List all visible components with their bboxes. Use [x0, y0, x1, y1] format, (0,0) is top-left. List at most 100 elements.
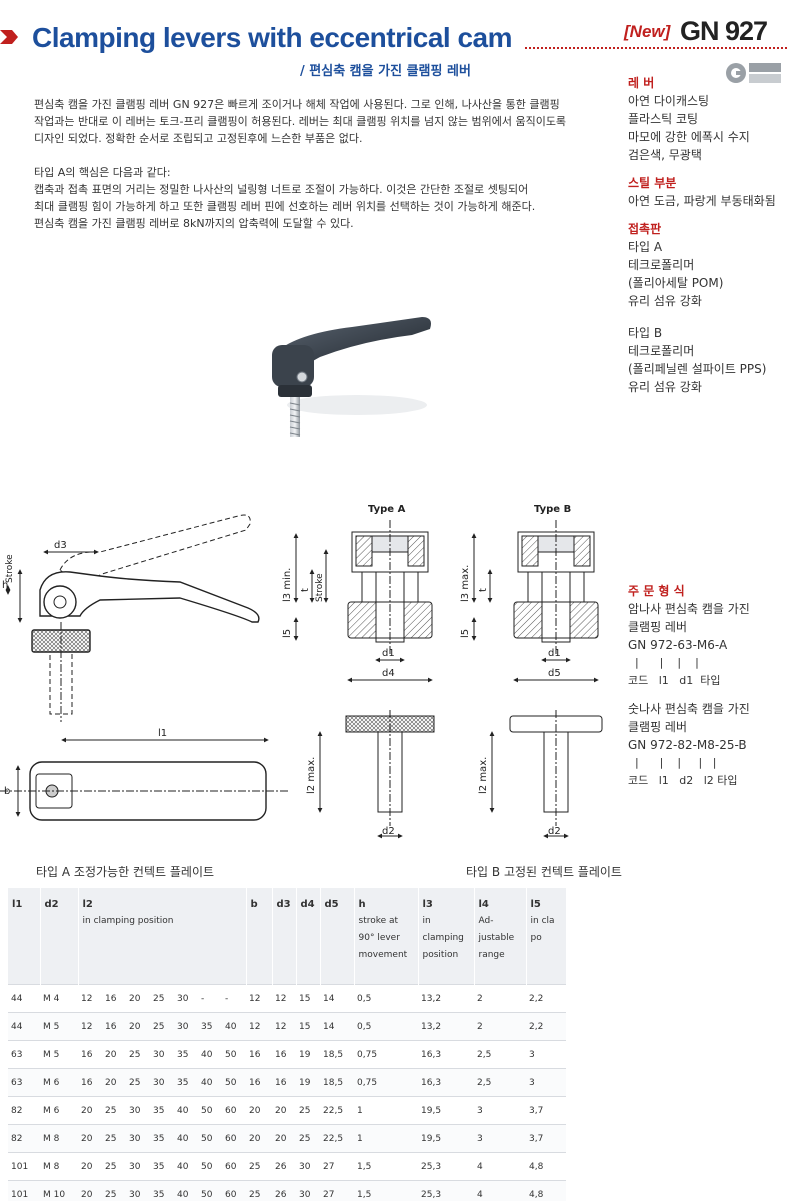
table-cell: 15	[296, 984, 320, 1013]
table-cell: 25	[296, 1124, 320, 1153]
table-cell: 3	[526, 1068, 566, 1097]
table-cell: 1,5	[354, 1180, 418, 1201]
table-cell: 4,8	[526, 1180, 566, 1201]
table-cell: 0,5	[354, 1012, 418, 1041]
table-cell: 40	[198, 1068, 222, 1097]
dim-label: t	[478, 588, 489, 592]
table-cell: 4	[474, 1180, 526, 1201]
dim-label: l2 max.	[478, 757, 489, 794]
table-cell: 20	[246, 1096, 272, 1125]
table-cell: 18,5	[320, 1068, 354, 1097]
dim-label: b	[4, 786, 10, 797]
technical-drawing: d3 Stroke h l1 b Type A l3 min. t Stroke…	[0, 504, 603, 839]
ordering-desc: 클램핑 레버	[628, 720, 688, 734]
table-cell: 25	[102, 1152, 126, 1181]
table-cell: 40	[174, 1180, 198, 1201]
table-cell: 16	[102, 1012, 126, 1041]
ordering-labels: 코드 l1 d2 l2 타입	[628, 774, 738, 787]
table-cell: 50	[198, 1096, 222, 1125]
title-divider	[525, 47, 787, 49]
table-cell: 30	[174, 1012, 198, 1041]
male-thread-b	[489, 710, 603, 839]
material-item: 마모에 강한 에폭시 수지	[628, 130, 750, 144]
table-cell: 82	[8, 1096, 40, 1125]
table-cell: 2	[474, 984, 526, 1013]
material-item: 플라스틱 코팅	[628, 112, 699, 126]
table-cell: 2,2	[526, 984, 566, 1013]
dim-label: l5	[460, 629, 471, 638]
table-cell: 12	[246, 1012, 272, 1041]
table-cell: 20	[272, 1096, 296, 1125]
ordering-ticks: | | | |	[628, 656, 699, 669]
table-cell: M 5	[40, 1040, 78, 1069]
ordering-info: 주 문 형 식 암나사 편심축 캠을 가진 클램핑 레버 GN 972-63-M…	[628, 582, 788, 790]
table-cell: 4,8	[526, 1152, 566, 1181]
table-cell: 35	[150, 1152, 174, 1181]
material-item: 유리 섬유 강화	[628, 294, 702, 308]
table-cell: 40	[222, 1012, 246, 1041]
intro-line: 편심축 캠을 가진 클램핑 레버로 8kN까지의 압축력에 도달할 수 있다.	[34, 217, 354, 230]
table-cell: 60	[222, 1152, 246, 1181]
table-cell: 25	[126, 1068, 150, 1097]
table-cell: 30	[150, 1040, 174, 1069]
table-cell: 0,75	[354, 1068, 418, 1097]
table-cell: 20	[126, 984, 150, 1013]
table-cell: 16	[246, 1040, 272, 1069]
table-cell: 2,5	[474, 1040, 526, 1069]
table-cell: 15	[296, 1012, 320, 1041]
male-thread-a	[317, 710, 435, 839]
dim-label: l2 max.	[306, 757, 317, 794]
table-cell: 20	[102, 1068, 126, 1097]
table-cell: 30	[296, 1152, 320, 1181]
ordering-desc: 숫나사 편심축 캠을 가진	[628, 702, 750, 716]
table-cell: 22,5	[320, 1096, 354, 1125]
table-cell: 19,5	[418, 1124, 474, 1153]
ordering-code: GN 972-63-M6-A	[628, 638, 728, 652]
intro-text: 편심축 캠을 가진 클램핑 레버 GN 927은 빠르게 조이거나 해체 작업에…	[34, 96, 614, 249]
table-cell: 16,3	[418, 1068, 474, 1097]
table-cell: 25,3	[418, 1180, 474, 1201]
table-cell: 30	[150, 1068, 174, 1097]
ordering-desc: 암나사 편심축 캠을 가진	[628, 602, 750, 616]
table-cell: 3	[474, 1096, 526, 1125]
table-cell: 30	[126, 1180, 150, 1201]
material-heading: 스틸 부분	[628, 176, 677, 190]
table-cell: 63	[8, 1040, 40, 1069]
table-cell: 20	[126, 1012, 150, 1041]
table-cell: 20	[78, 1124, 102, 1153]
table-cell: 19	[296, 1068, 320, 1097]
material-item: 아연 도금, 파랑게 부동태화됨	[628, 194, 776, 208]
dim-label: l1	[158, 728, 167, 739]
table-cell: -	[222, 984, 246, 1013]
table-cell: 27	[320, 1152, 354, 1181]
product-code: GN 927	[680, 16, 768, 46]
dim-label: d2	[382, 826, 395, 837]
dim-label: Stroke	[5, 554, 15, 583]
dim-label: Stroke	[315, 573, 325, 602]
product-photo	[272, 317, 431, 437]
table-cell: 25	[102, 1096, 126, 1125]
table-cell: 40	[198, 1040, 222, 1069]
table-cell: 44	[8, 984, 40, 1013]
table-cell: 16,3	[418, 1040, 474, 1069]
material-item: 테크로폴리머	[628, 344, 695, 358]
table-cell: 25	[296, 1096, 320, 1125]
table-cell: 50	[222, 1040, 246, 1069]
table-cell: 3	[526, 1040, 566, 1069]
table-cell: 14	[320, 1012, 354, 1041]
lever-side-view	[5, 514, 260, 722]
table-cell: 1	[354, 1124, 418, 1153]
table-cell: 3,7	[526, 1096, 566, 1125]
dim-label: d5	[548, 668, 561, 679]
dim-label: l3 min.	[282, 568, 293, 602]
materials-sidebar: 레 버 아연 다이캐스팅 플라스틱 코팅 마모에 강한 에폭시 수지 검은색, …	[628, 74, 788, 396]
table-cell: M 8	[40, 1124, 78, 1153]
dim-label: l3 max.	[460, 565, 471, 602]
table-cell: 12	[272, 984, 296, 1013]
